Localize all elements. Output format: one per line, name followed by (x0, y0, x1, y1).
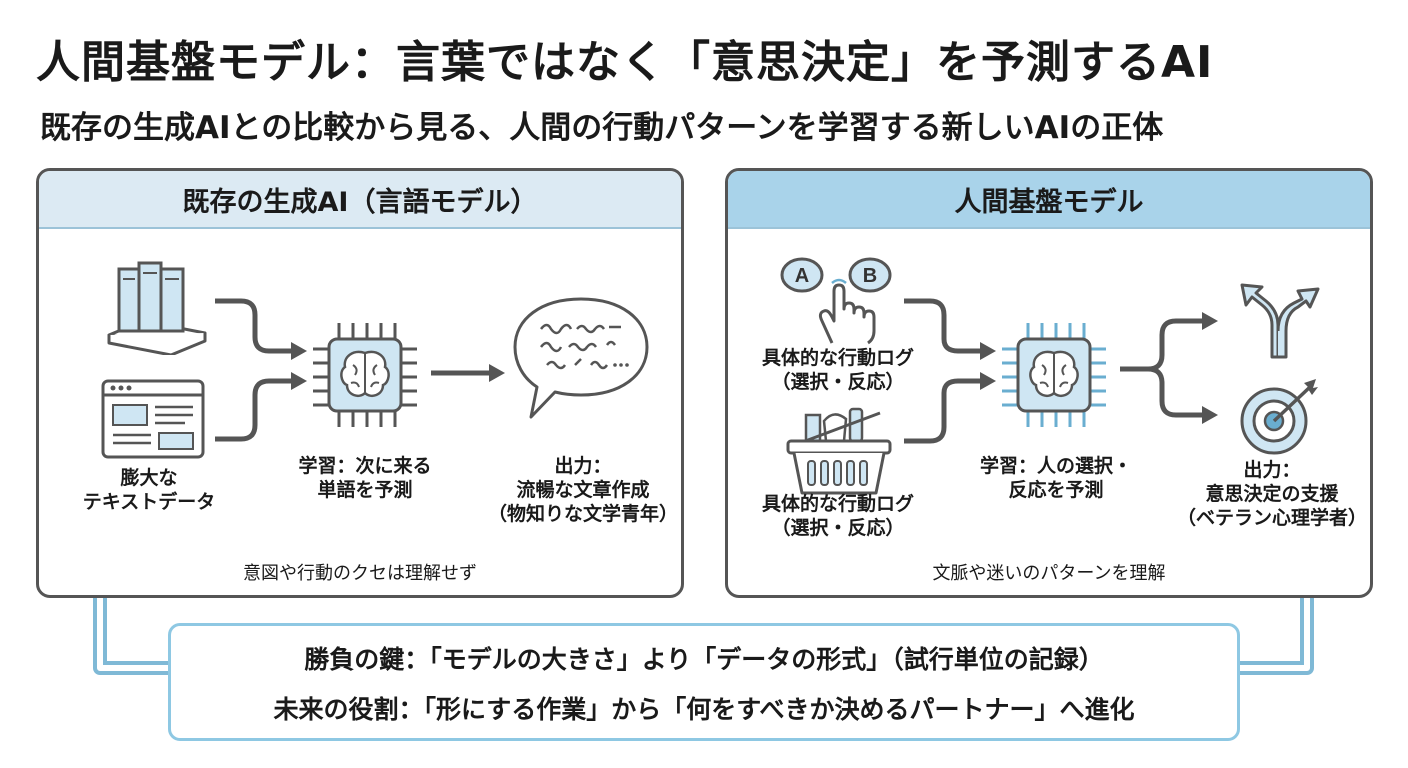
existing-ai-panel: 既存の生成AI（言語モデル） (36, 168, 684, 598)
speech-bubble-icon (513, 297, 649, 419)
page-subtitle: 既存の生成AIとの比較から見る、人間の行動パターンを学習する新しいAIの正体 (40, 110, 1164, 146)
output-label-line1: 出力： (554, 455, 612, 477)
text-document-window-icon (101, 379, 205, 459)
decision-fork-icon (1240, 283, 1320, 359)
human-foundation-model-panel: 人間基盤モデル A B (725, 168, 1373, 598)
branch-arrows (1120, 312, 1218, 424)
input1-label-line2: （選択・反応） (771, 370, 905, 393)
brain-chip-icon (313, 323, 417, 427)
output-label-line2: 流暢な文章作成 (516, 478, 650, 501)
output-arrow (431, 364, 505, 382)
summary-line-future: 未来の役割：「形にする作業」から「何をすべきか決めるパートナー」へ進化 (273, 695, 1135, 724)
input-label-line2: テキストデータ (82, 490, 216, 513)
input2-label-line2: （選択・反応） (771, 516, 905, 539)
choice-a-label: A (795, 265, 809, 287)
brain-chip-icon-right (1002, 323, 1106, 427)
human-model-header: 人間基盤モデル (728, 171, 1370, 229)
output-label-right-line3: （ベテラン心理学者） (1176, 506, 1367, 529)
shopping-basket-icon (786, 407, 892, 495)
human-model-note: 文脈や迷いのパターンを理解 (932, 563, 1166, 584)
choice-hand-icon: A B (780, 257, 892, 345)
input-label-line1: 膨大な (120, 467, 178, 489)
output-label-right-line2: 意思決定の支援 (1205, 482, 1339, 505)
choice-b-label: B (863, 265, 877, 287)
page-title: 人間基盤モデル：言葉ではなく「意思決定」を予測するAI (36, 37, 1214, 88)
input2-label-line1: 具体的な行動ログ (761, 493, 914, 515)
input-arrows (215, 298, 307, 442)
existing-ai-note: 意図や行動のクセは理解せず (243, 563, 477, 584)
existing-ai-header: 既存の生成AI（言語モデル） (39, 171, 681, 229)
summary-box: 勝負の鍵：「モデルの大きさ」より「データの形式」（試行単位の記録） 未来の役割：… (168, 623, 1240, 741)
output-label-line3: （物知りな文学青年） (487, 502, 678, 525)
books-icon (107, 261, 207, 355)
input1-label-line1: 具体的な行動ログ (761, 347, 914, 369)
learning-label-right-line2: 反応を予測 (1008, 478, 1104, 501)
learning-label-right-line1: 学習：人の選択・ (979, 455, 1132, 477)
input-arrows-right (904, 298, 996, 444)
output-label-right-line1: 出力： (1243, 459, 1301, 481)
learning-label-line2: 単語を予測 (317, 478, 413, 501)
summary-line-key: 勝負の鍵：「モデルの大きさ」より「データの形式」（試行単位の記録） (304, 645, 1104, 674)
learning-label-line1: 学習：次に来る (298, 455, 432, 477)
target-icon (1240, 379, 1318, 455)
